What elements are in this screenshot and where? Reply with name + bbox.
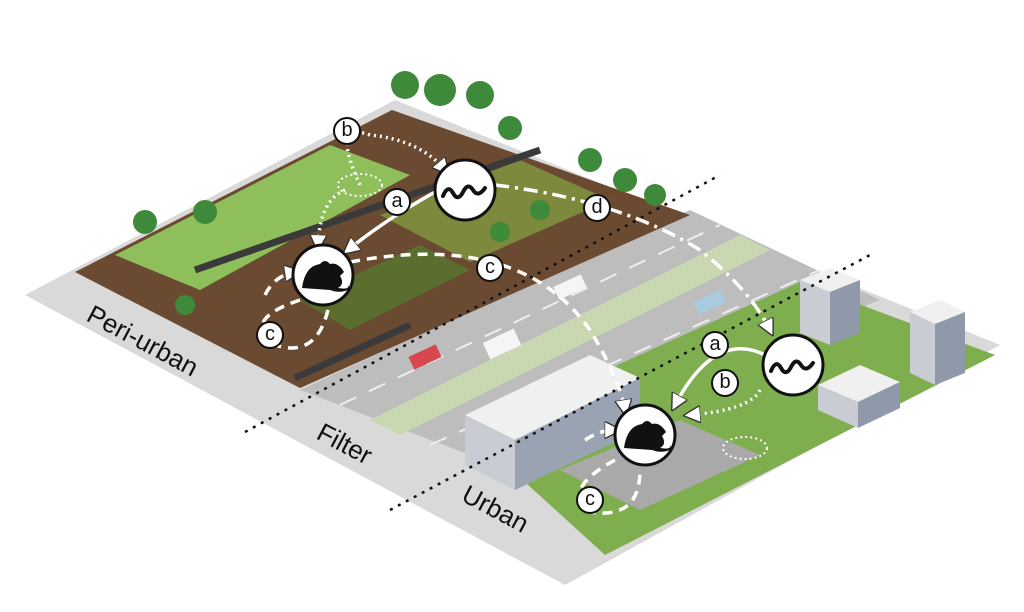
arrow-c-cross <box>349 252 625 410</box>
tower-building <box>800 268 860 345</box>
svg-text:b: b <box>341 119 352 141</box>
marker-b-peri: b <box>333 117 361 145</box>
urban-nest <box>722 436 768 460</box>
snake-icon <box>769 359 815 375</box>
office-building <box>818 365 900 428</box>
arrow-b-peri <box>345 130 445 186</box>
marker-a-urban: a <box>701 331 729 359</box>
snake-node-peri-urban <box>433 158 497 222</box>
arrow-a-peri <box>348 190 436 250</box>
svg-text:d: d <box>591 196 602 218</box>
rat-node-peri-urban <box>291 243 355 307</box>
marker-b-urban: b <box>711 369 739 397</box>
rat-icon <box>624 421 672 452</box>
svg-text:a: a <box>391 190 403 212</box>
snake-icon <box>441 184 487 200</box>
marker-d: d <box>583 194 611 222</box>
road-lane-marking <box>339 224 721 406</box>
crop-field <box>300 245 470 330</box>
svg-text:b: b <box>719 371 730 393</box>
road-green-median <box>370 235 770 435</box>
trees <box>133 71 666 315</box>
crop-field <box>380 160 610 262</box>
rat-node-urban <box>613 403 677 467</box>
rat-icon <box>302 261 350 292</box>
svg-text:c: c <box>485 256 495 278</box>
farm-wall <box>293 321 412 382</box>
arrow-b-urban <box>690 389 762 415</box>
marker-a-peri: a <box>383 188 411 216</box>
filter-urban-boundary <box>389 253 871 512</box>
urban-plaza <box>560 420 760 510</box>
apartment-building <box>465 355 640 490</box>
grass-field <box>115 145 410 290</box>
peri-urban-filter-boundary <box>244 173 721 434</box>
svg-text:c: c <box>265 323 275 345</box>
arrow-d <box>494 183 770 330</box>
snake-node-urban <box>761 333 825 397</box>
svg-text:a: a <box>709 333 721 355</box>
svg-text:c: c <box>585 488 595 510</box>
marker-c-cross: c <box>476 254 504 282</box>
peri-nest <box>337 173 383 197</box>
cars <box>408 274 727 370</box>
tower-building <box>910 300 965 385</box>
arrow-c-urban-head <box>584 430 615 442</box>
marker-c-urban: c <box>576 486 604 514</box>
marker-c-peri: c <box>256 321 284 349</box>
